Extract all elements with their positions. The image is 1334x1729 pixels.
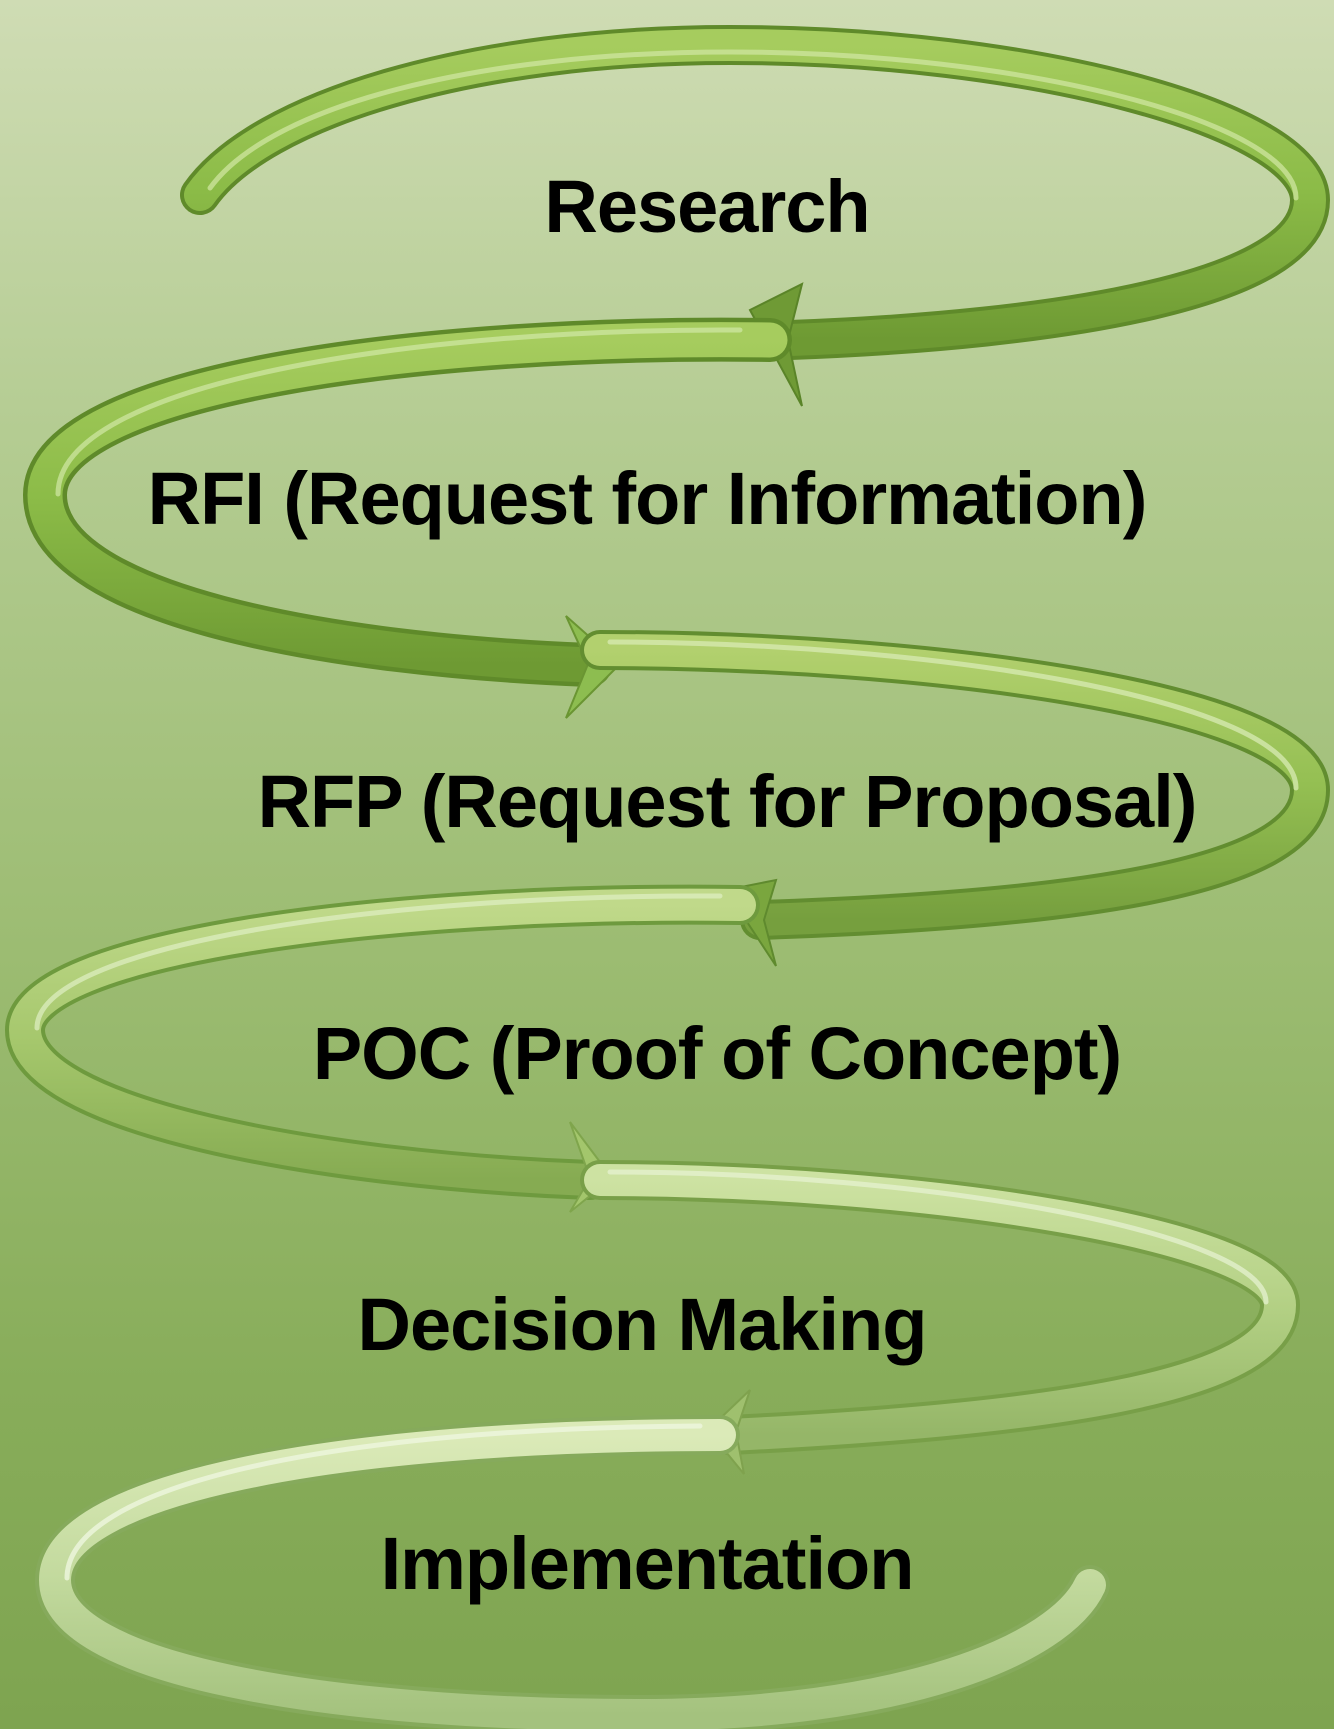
spiral-loop-poc (4, 884, 760, 1200)
step-label-rfi: RFI (Request for Information) (147, 457, 1148, 540)
spiral-loop-research (180, 24, 1331, 360)
spiral-loop-decision (580, 1160, 1301, 1455)
spiral-loop-rfi (22, 317, 792, 687)
step-label-rfp: RFP (Request for Proposal) (257, 760, 1198, 843)
step-label-implementation: Implementation (380, 1522, 915, 1605)
spiral-loop-implementation (34, 1415, 1110, 1729)
step-label-research: Research (544, 165, 870, 248)
spiral-loop-rfp (580, 630, 1331, 940)
step-label-poc: POC (Proof of Concept) (312, 1012, 1122, 1095)
step-label-decision-making: Decision Making (357, 1283, 928, 1366)
